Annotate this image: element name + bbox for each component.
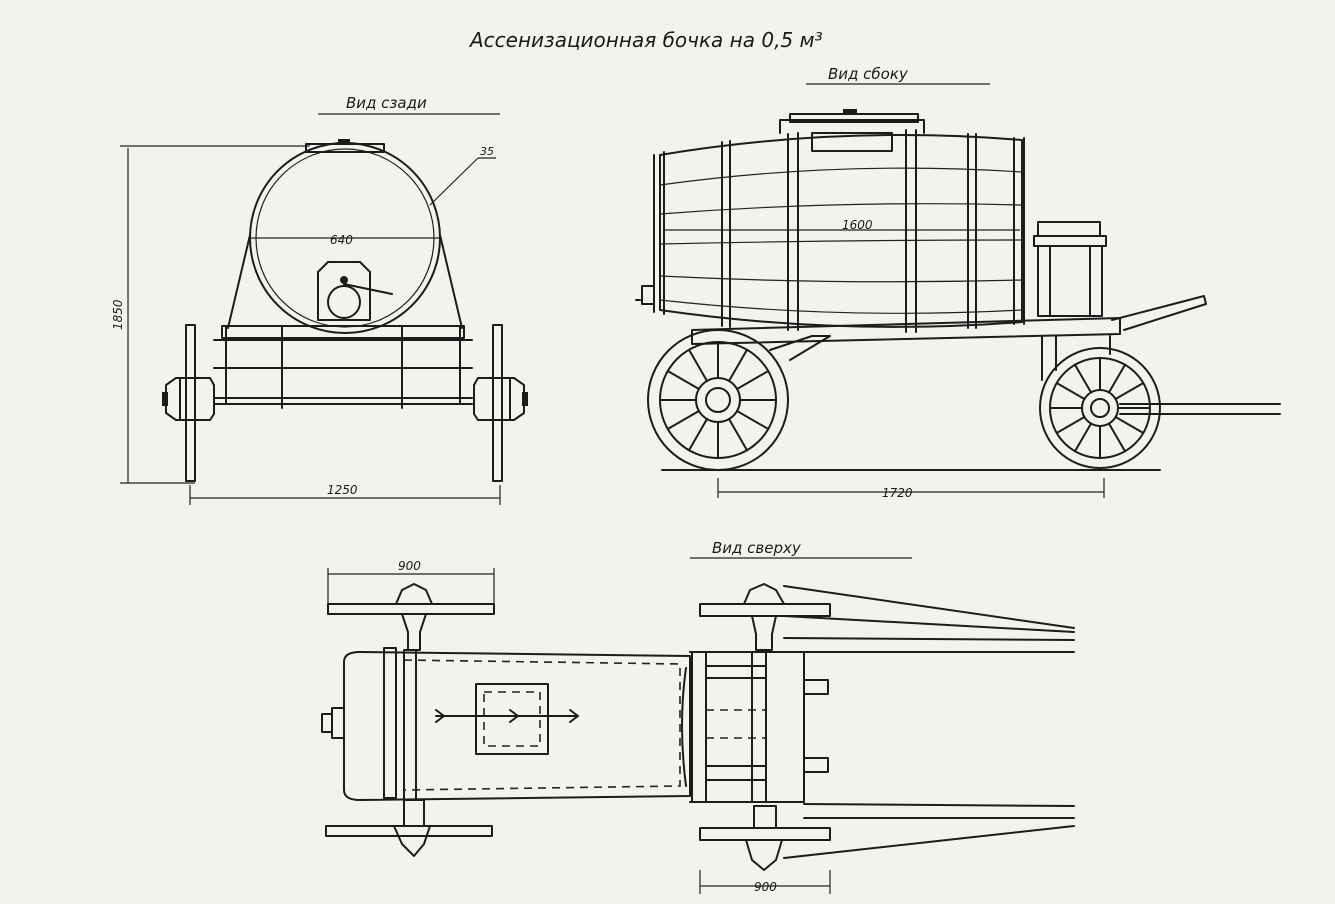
top-view-label: Вид сверху (712, 539, 802, 557)
wheel-spoke (1114, 382, 1145, 400)
rear-view-label: Вид сзади (346, 94, 427, 112)
wheel-spoke (1074, 422, 1092, 453)
dim-rear-height: 1850 (111, 299, 125, 330)
dim-rear-track: 1250 (327, 483, 358, 497)
side-view: Вид сбоку 1600 (635, 65, 1281, 500)
drawing-title: Ассенизационная бочка на 0,5 м³ (468, 28, 823, 52)
side-view-label: Вид сбоку (828, 65, 909, 83)
wheel-spoke (688, 348, 708, 382)
wheel-spoke (688, 418, 708, 452)
wheel-spoke (1074, 363, 1092, 394)
front-wheel-spokes (659, 341, 777, 459)
top-view: Вид сверху 900 (321, 539, 1075, 894)
wheel-spoke (1055, 416, 1086, 434)
wheel-spoke (736, 370, 770, 390)
wheel-spoke (1114, 416, 1145, 434)
dim-rear-diameter: 640 (330, 233, 353, 247)
wheel-spoke (666, 370, 700, 390)
dim-rear-thickness: 35 (480, 145, 494, 158)
dim-top-wheel-left: 900 (398, 559, 421, 573)
wheel-spoke (1108, 363, 1126, 394)
wheel-spoke (1108, 422, 1126, 453)
rear-wheel-spokes (1049, 357, 1151, 459)
wheel-spoke (1055, 382, 1086, 400)
wheel-spoke (666, 410, 700, 430)
rear-view: Вид сзади 1850 640 35 (111, 94, 528, 505)
wheel-spoke (728, 348, 748, 382)
dim-side-wheelbase: 1720 (882, 486, 913, 500)
dim-side-length: 1600 (842, 218, 873, 232)
wheel-spoke (736, 410, 770, 430)
dim-top-wheel-right: 900 (754, 880, 777, 894)
wheel-spoke (728, 418, 748, 452)
